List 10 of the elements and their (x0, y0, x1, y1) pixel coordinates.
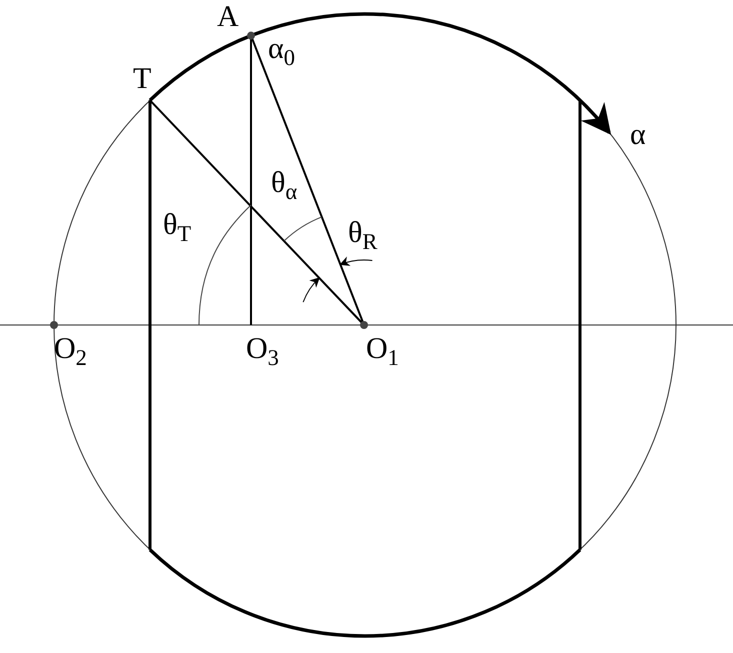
point-label: T (133, 64, 152, 94)
angle-label: θ$_{α}$ (271, 168, 298, 204)
point-label: O$_{2}$ (54, 334, 87, 370)
angle-label: α (630, 120, 646, 150)
point-label: O$_{1}$ (366, 334, 399, 370)
point-label: O$_{3}$ (246, 334, 279, 370)
angle-label: θ$_{T}$ (163, 210, 192, 246)
angle-label: θ$_{R}$ (348, 218, 378, 254)
point-label: A (217, 2, 239, 32)
point-label: α$_{0}$ (268, 34, 295, 70)
